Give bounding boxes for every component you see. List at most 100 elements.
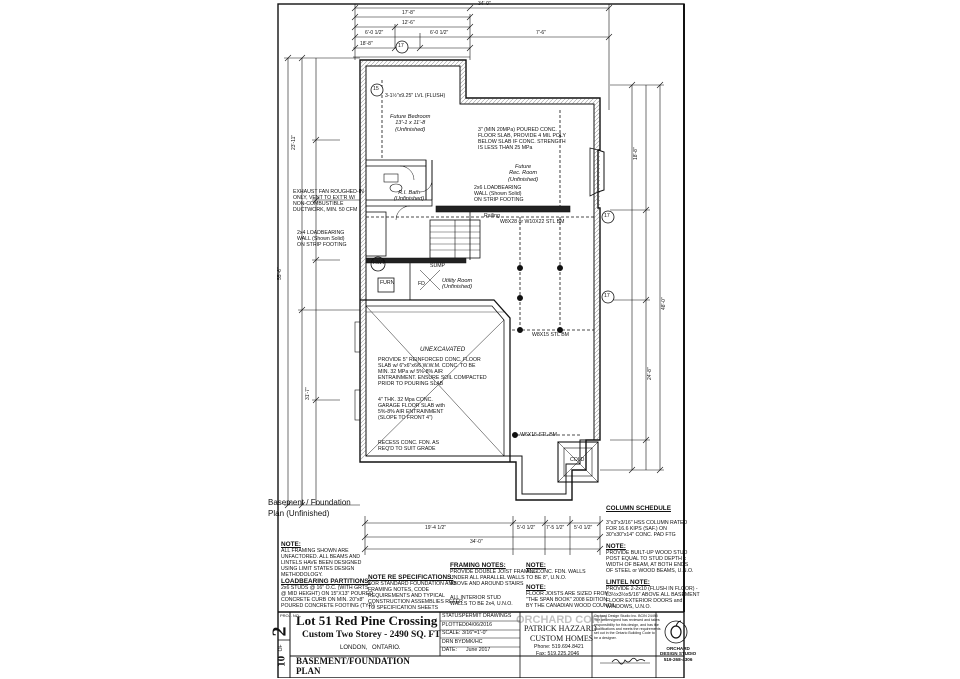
callout-railing: Railing (484, 213, 500, 219)
note-post-body: PROVIDE BUILT-UP WOOD STUD POST EQUAL TO… (606, 550, 694, 574)
note2-title: NOTE: (526, 562, 546, 569)
top-dimensions (351, 4, 613, 110)
scale-value: 3/16"=1'-0" (462, 630, 488, 636)
beams (366, 80, 594, 436)
callout-furnace: FURN (380, 280, 395, 286)
builder-name-1: PATRICK HAZZARD (524, 624, 597, 633)
cold-room (557, 441, 599, 483)
section-marker-2: 17 (604, 213, 610, 219)
note-spec-title: NOTE RE SPECIFICATIONS: (368, 574, 454, 581)
dim-right-b: 24'-8" (647, 367, 653, 380)
callout-beam-top: W8X28 or W10X22 STL BM (500, 219, 565, 225)
sheet-total: 10 (275, 655, 288, 667)
builder-fax: Fax: 519.225.2046 (536, 651, 580, 657)
note-framing-body: PROVIDE DOUBLE JOIST FRAMING UNDER ALL P… (450, 569, 538, 587)
note-lb-body: 2x6 STUDS @ 16" O.C. (WITH GRTS @ MID HE… (281, 585, 375, 609)
note-column-title: COLUMN SCHEDULE (606, 505, 671, 512)
callout-exhaust-fan: EXHAUST FAN ROUGHED-IN ONLY, VENT TO EXT… (293, 189, 364, 213)
interior-walls (365, 159, 571, 300)
callout-lvl-beam: 3-1½"x9.25" LVL (FLUSH) (385, 93, 446, 99)
dim-bottom-a: 19'-4 1/2" (425, 525, 447, 531)
note-framing-title: FRAMING NOTES: (450, 562, 506, 569)
callout-garage-floor: 4" THK. 32 Mpa CONC. GARAGE FLOOR SLAB w… (378, 397, 445, 421)
note-post-title: NOTE: (606, 543, 626, 550)
note-lintel-title: LINTEL NOTE: (606, 579, 650, 586)
city: LONDON, (340, 645, 368, 651)
room-utility: Utility Room (Unfinished) (442, 278, 473, 291)
dim-right-a: 18'-8" (633, 147, 639, 160)
province: ONTARIO. (372, 645, 401, 651)
builder-name-2: CUSTOM HOMES (530, 634, 594, 643)
left-dimensions (284, 54, 360, 509)
dim-left-a: 23'-11" (291, 134, 297, 150)
drawing-title: BASEMENT/FOUNDATION PLAN (296, 656, 410, 676)
note3-body: FLOOR JOISTS ARE SIZED FROM "THE SPAN BO… (526, 591, 616, 609)
garage-zone (354, 299, 511, 462)
dim-bottom-d: 5'-0 1/2" (574, 525, 593, 531)
designer-logo: ORCHARD DESIGN STUDIO 519-268-4306 (660, 646, 697, 662)
note-general-title: NOTE: (281, 541, 301, 548)
plotted-label: PLOTTED: (442, 622, 468, 628)
signature (611, 657, 646, 665)
bottom-dimensions (361, 516, 604, 555)
note3-title: NOTE: (526, 584, 546, 591)
callout-floor-slab: 3" (MIN 20MPa) POURED CONC. FLOOR SLAB, … (478, 127, 566, 151)
drawn-value: DMK/HC (462, 639, 483, 645)
title-block-frame (278, 611, 684, 678)
dim-top-b: 12'-6" (402, 20, 415, 26)
dim-left-b: 31'-7" (305, 387, 311, 400)
plotted-value: 04/06/2016 (466, 622, 492, 628)
date-label: DATE: (442, 647, 457, 653)
status-label: STATUS: (442, 613, 464, 619)
callout-recess: RECESS CONC. FDN. AS REQ'D TO SUIT GRADE (378, 440, 440, 452)
dim-top-d: 6'-0 1/2" (430, 30, 449, 36)
section-marker-0: 15 (373, 86, 379, 92)
section-marker-circles (370, 40, 615, 304)
note-lintel-body: PROVIDE 2-2x10 (FLUSH IN FLOOR) - L3½x3½… (606, 586, 700, 610)
dim-top-overall: 34'-0" (478, 1, 491, 7)
builder-phone: Phone: 519.694.8421 (534, 644, 584, 650)
note-studs-body: ALL INTERIOR STUD WALLS TO BE 2x4, U.N.O… (450, 595, 513, 607)
note2-body: ALL CONC. FDN. WALLS TO BE 8", U.N.O. (526, 569, 586, 581)
right-dimensions (600, 81, 664, 474)
room-unexcavated: UNEXCAVATED (420, 346, 466, 353)
callout-fd: FD (418, 281, 425, 287)
project-subtitle: Custom Two Storey - 2490 SQ. FT (302, 630, 441, 640)
callout-loadbearing-a: 2x6 LOADBEARING WALL (Shown Solid) ON ST… (474, 185, 524, 203)
dim-top-e: 7'-6" (536, 30, 546, 36)
plan-label-text: Basement / Foundation Plan (Unfinished) (268, 498, 351, 518)
note-general-body: ALL FRAMING SHOWN ARE UNFACTORED. ALL BE… (281, 548, 362, 578)
callout-hwt: HWT (373, 260, 385, 266)
section-marker-1: 17 (398, 43, 404, 49)
drawn-label: DRN BY: (442, 639, 463, 645)
callout-sump: SUMP (430, 263, 445, 269)
callout-loadbearing-b: 2x4 LOADBEARING WALL (Shown Solid) ON ST… (297, 230, 347, 248)
dim-bottom-c: 7'-5 1/2" (546, 525, 565, 531)
dim-bottom-overall: 34'-0" (470, 539, 483, 545)
room-bath: R.I. Bath (Unfinished) (394, 190, 425, 203)
date-value: June 2017 (466, 647, 491, 653)
callout-garage-slab: PROVIDE 5" REINFORCED CONC. FLOOR SLAB w… (378, 357, 487, 387)
dim-top-c: 6'-0 1/2" (365, 30, 384, 36)
note-spec-body: FOR STANDARD FOUNDATION AND FRAMING NOTE… (368, 581, 463, 611)
stamp-circle (664, 620, 688, 644)
note-lb-title: LOADBEARING PARTITIONS: (281, 578, 371, 585)
equipment (370, 256, 563, 438)
watermark: ORCHARD CORP (516, 614, 608, 626)
callout-beam-mid: W8X15 STL BM (532, 332, 569, 338)
room-cold: COLD (570, 457, 585, 463)
dim-top-f: 18'-8" (360, 41, 373, 47)
plan-label: Basement / Foundation Plan (Unfinished) (268, 498, 360, 520)
callout-beam-low: W6X15 STL BM (520, 432, 557, 438)
scale-label: SCALE: (442, 630, 461, 636)
dim-top-a: 17'-8" (402, 10, 415, 16)
status-value: PERMIT DRAWINGS (462, 613, 512, 619)
proj-no-label: PROJ. NO. (280, 613, 301, 618)
room-bedroom: Future Bedroom 13'-1 x 11'-8 (Unfinished… (390, 114, 431, 133)
designer-text: Orchard Design Studio Inc. BCIN 24495 Th… (594, 614, 661, 640)
room-rec: Future Rec. Room (Unfinished) (508, 164, 539, 183)
dim-left-overall: 55'-6" (277, 267, 283, 280)
lot-title: Lot 51 Red Pine Crossing (296, 613, 438, 628)
